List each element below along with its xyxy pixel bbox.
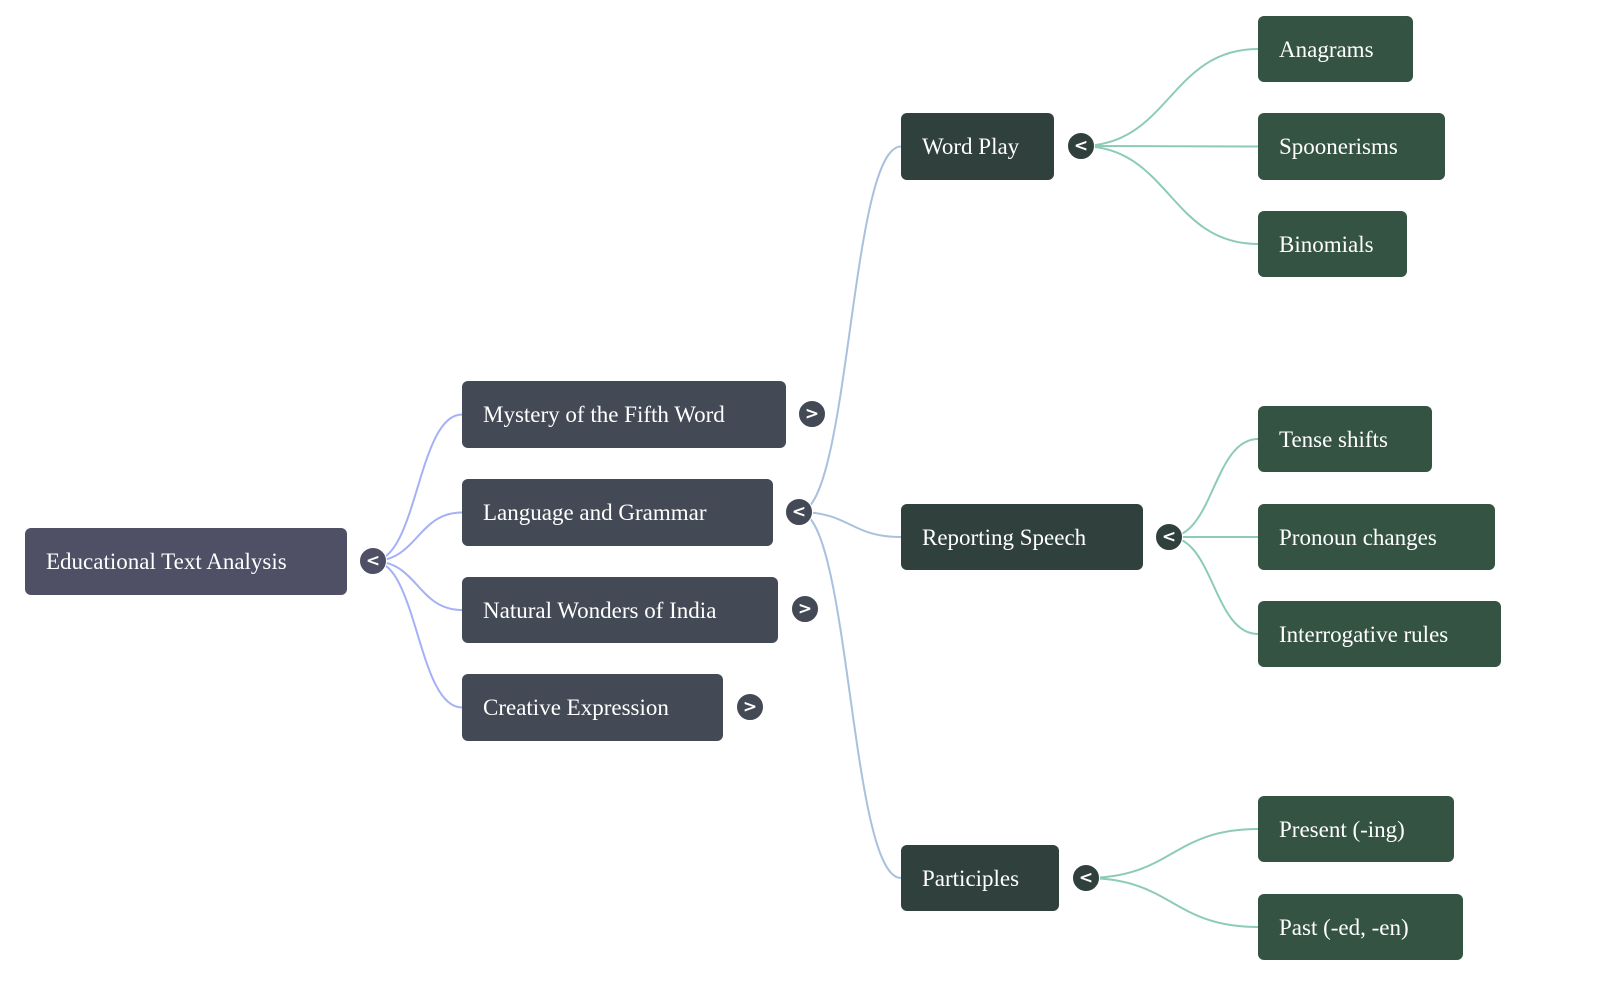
node-spoonerisms[interactable]: Spoonerisms bbox=[1258, 113, 1445, 180]
chevron-right-icon: > bbox=[742, 696, 758, 717]
node-label: Pronoun changes bbox=[1279, 524, 1437, 550]
node-word-play[interactable]: Word Play bbox=[901, 113, 1054, 180]
node-creative-expression[interactable]: Creative Expression bbox=[462, 674, 723, 741]
edge-root-to-child bbox=[372, 560, 463, 709]
node-tense-shifts[interactable]: Tense shifts bbox=[1258, 406, 1432, 472]
node-present-participle[interactable]: Present (-ing) bbox=[1258, 796, 1454, 862]
edge-topic-to-leaf bbox=[1080, 48, 1259, 147]
node-label: Natural Wonders of India bbox=[483, 597, 717, 623]
expand-toggle-creative[interactable]: > bbox=[736, 693, 764, 721]
chevron-left-icon: < bbox=[1073, 135, 1089, 156]
edge-topic-to-leaf bbox=[1085, 877, 1259, 928]
edge-root-to-child bbox=[372, 511, 463, 562]
node-past-participle[interactable]: Past (-ed, -en) bbox=[1258, 894, 1463, 960]
node-reporting-speech[interactable]: Reporting Speech bbox=[901, 504, 1143, 570]
collapse-toggle-root[interactable]: < bbox=[359, 547, 387, 575]
chevron-right-icon: > bbox=[804, 403, 820, 424]
chevron-left-icon: < bbox=[1078, 867, 1094, 888]
collapse-toggle-language[interactable]: < bbox=[785, 498, 813, 526]
chevron-left-icon: < bbox=[1161, 526, 1177, 547]
edge-language-to-child bbox=[798, 145, 902, 513]
chevron-right-icon: > bbox=[797, 598, 813, 619]
node-label: Language and Grammar bbox=[483, 500, 707, 525]
edge-root-to-child bbox=[372, 560, 463, 611]
root-node-label: Educational Text Analysis bbox=[46, 549, 287, 574]
node-label: Spoonerisms bbox=[1279, 134, 1398, 159]
node-interrogative-rules[interactable]: Interrogative rules bbox=[1258, 601, 1501, 667]
node-label: Anagrams bbox=[1279, 36, 1374, 62]
node-label: Past (-ed, -en) bbox=[1279, 914, 1409, 940]
node-label: Reporting Speech bbox=[922, 524, 1087, 550]
collapse-toggle-word-play[interactable]: < bbox=[1067, 132, 1095, 160]
expand-toggle-mystery[interactable]: > bbox=[798, 400, 826, 428]
edge-language-to-child bbox=[798, 511, 902, 538]
edge-root-to-child bbox=[372, 413, 463, 562]
node-anagrams[interactable]: Anagrams bbox=[1258, 16, 1413, 82]
chevron-left-icon: < bbox=[365, 550, 381, 571]
node-language-and-grammar[interactable]: Language and Grammar bbox=[462, 479, 773, 546]
edge-topic-to-leaf bbox=[1168, 438, 1259, 538]
collapse-toggle-reporting-speech[interactable]: < bbox=[1155, 523, 1183, 551]
node-natural-wonders-of-india[interactable]: Natural Wonders of India bbox=[462, 577, 778, 643]
node-binomials[interactable]: Binomials bbox=[1258, 211, 1407, 277]
collapse-toggle-participles[interactable]: < bbox=[1072, 864, 1100, 892]
expand-toggle-natural-wonders[interactable]: > bbox=[791, 595, 819, 623]
edge-topic-to-leaf bbox=[1080, 145, 1259, 245]
edge-language-to-child bbox=[798, 511, 902, 879]
node-participles[interactable]: Participles bbox=[901, 845, 1059, 911]
node-label: Tense shifts bbox=[1279, 426, 1388, 452]
node-label: Word Play bbox=[922, 134, 1020, 159]
root-node[interactable]: Educational Text Analysis bbox=[25, 528, 347, 595]
node-label: Interrogative rules bbox=[1279, 621, 1449, 647]
node-label: Participles bbox=[922, 865, 1020, 891]
chevron-left-icon: < bbox=[791, 501, 807, 522]
node-mystery-of-the-fifth-word[interactable]: Mystery of the Fifth Word bbox=[462, 381, 786, 448]
edge-topic-to-leaf bbox=[1080, 145, 1259, 148]
edge-topic-to-leaf bbox=[1168, 536, 1259, 635]
edge-topic-to-leaf bbox=[1085, 828, 1259, 879]
node-label: Binomials bbox=[1279, 231, 1374, 257]
node-label: Creative Expression bbox=[483, 695, 669, 720]
node-label: Present (-ing) bbox=[1279, 816, 1405, 842]
node-label: Mystery of the Fifth Word bbox=[483, 402, 725, 427]
node-pronoun-changes[interactable]: Pronoun changes bbox=[1258, 504, 1495, 570]
